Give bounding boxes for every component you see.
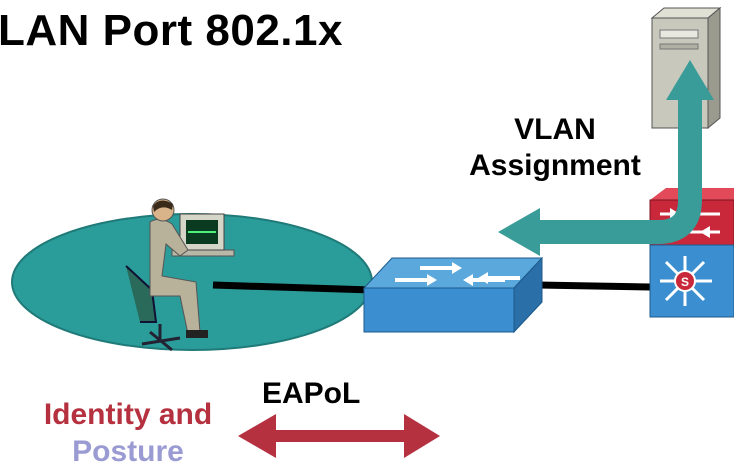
vlan-assignment-label: VLAN Assignment [440, 112, 670, 184]
page-title: LAN Port 802.1x [0, 6, 343, 55]
eapol-label: EAPoL [262, 377, 361, 410]
vlan-label-line2: Assignment [469, 149, 641, 182]
posture-label: Posture [72, 435, 184, 468]
vlan-label-line1: VLAN [514, 113, 596, 146]
switch-icon [362, 256, 544, 334]
layer3-switch-icon: S [649, 244, 734, 318]
user-workstation-icon [125, 198, 235, 352]
switch-router-link [537, 281, 651, 291]
eapol-double-arrow [238, 414, 440, 458]
user-switch-link [212, 281, 373, 294]
svg-text:S: S [681, 275, 689, 289]
vlan-assignment-arrow [498, 60, 714, 256]
identity-label: Identity and [43, 398, 213, 431]
